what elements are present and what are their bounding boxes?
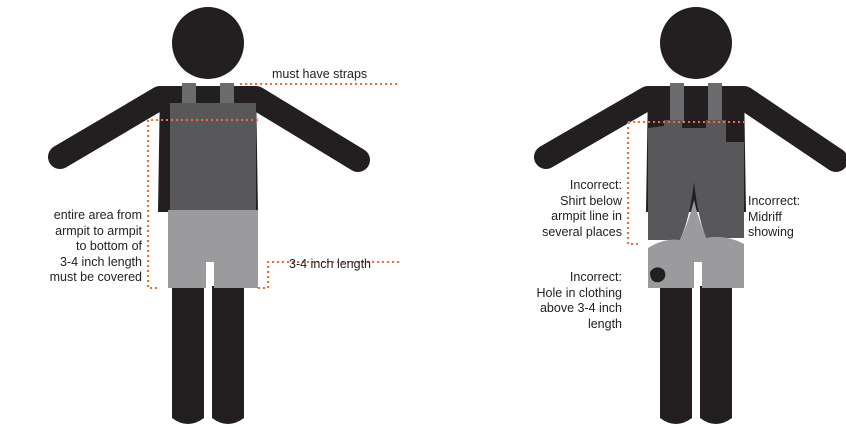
straps-label-text: must have straps <box>272 67 367 81</box>
correct-figure-left-leg <box>172 286 204 424</box>
coverage-label: entire area from armpit to armpit to bot… <box>8 208 142 286</box>
incorrect-figure-left-arm <box>546 98 648 157</box>
armpit-incorrect-label: Incorrect: Shirt below armpit line in se… <box>506 178 622 240</box>
incorrect-figure-left-leg <box>660 286 692 424</box>
correct-strap-right <box>220 83 234 105</box>
correct-figure-left-arm <box>60 98 160 157</box>
correct-figure-head <box>172 7 244 79</box>
hole-incorrect-label: Incorrect: Hole in clothing above 3-4 in… <box>486 270 622 332</box>
armpit-bracket <box>628 122 638 244</box>
incorrect-figure-right-arm <box>744 98 836 160</box>
incorrect-strap-right <box>708 83 722 123</box>
incorrect-figure-head <box>660 7 732 79</box>
straps-label: must have straps <box>272 67 367 83</box>
incorrect-figure-right-leg <box>700 286 732 424</box>
incorrect-strap-left <box>670 83 684 123</box>
length-label: 3-4 inch length <box>289 257 371 273</box>
correct-figure-right-arm <box>256 98 358 160</box>
correct-strap-left <box>182 83 196 105</box>
midriff-incorrect-label: Incorrect: Midriff showing <box>748 194 800 241</box>
correct-shorts <box>168 210 258 288</box>
length-label-text: 3-4 inch length <box>289 257 371 271</box>
correct-figure-right-leg <box>212 286 244 424</box>
